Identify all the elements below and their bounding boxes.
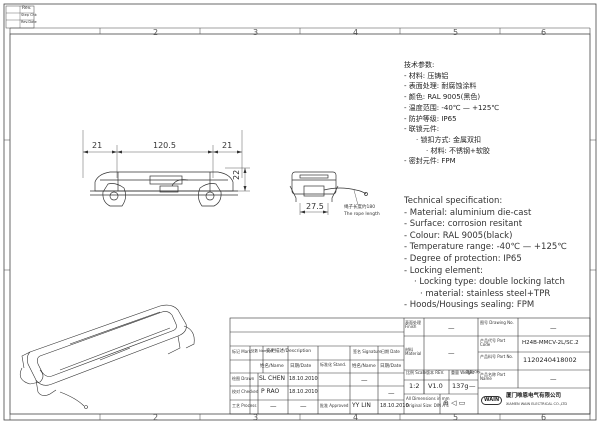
finish-value: — [448,324,455,332]
part-code-label: 产品代号 Part Code [480,338,506,347]
version-value: V1.0 [428,382,443,390]
corner-rev-date: Rev.Date [21,20,37,24]
zone-bottom-6: 6 [541,413,547,422]
weight-value: 137g [452,382,469,390]
version-label: 版本 REV. [426,370,445,375]
spec-en-line: - Material: aluminium die-cast [404,207,532,218]
drawn-name: SL CHEN [259,375,286,382]
side-view [289,171,368,215]
drawing-no-label: 图号 Drawing No. [480,320,514,325]
rev-header-description: 变更描述/Description [266,349,312,354]
part-code-value: H24B-MMCV-2L/SC.2 [522,340,579,346]
drawn-label: 绘图 Drawn [232,376,255,381]
weight-label: 重量 Weight [451,370,475,375]
front-view [82,130,250,207]
orig-size: Original Size: DIN A 4 [406,403,449,408]
corner-rev: Rev. [22,6,32,11]
stand-date: — [388,389,395,397]
spec-en-line: · Locking type: double locking latch [414,277,565,288]
finish-label: 表面处理 Finish [405,320,421,329]
rope-label-en: The rope length [344,212,380,217]
zone-top-6: 6 [541,28,547,37]
person-header-date: 日期/Date [290,364,312,369]
spec-cn-line: - 联锁元件: [404,125,440,134]
zone-bottom-5: 5 [453,413,459,422]
spec-cn-line: - 表面处理: 耐腐蚀涂料 [404,82,477,91]
zone-top-4: 4 [353,28,359,37]
zone-bottom-2: 2 [153,413,159,422]
material-label: 材料 Material [405,347,422,356]
company-name-cn: 厦门唯恩电气有限公司 [506,393,562,399]
process-label: 工艺 Process [232,403,257,408]
title-block-grid [229,317,591,415]
drawing-no-value: — [550,324,557,332]
part-no-value: 1120240418002 [523,356,577,364]
spec-cn-line: - 温度范围: -40℃ — +125℃ [404,103,500,112]
person-header-stand: 标准化 Stand. [320,362,347,367]
rev-header-date: 日期 Date [381,349,400,354]
rope-label-cn: 绳子长度约180 [344,205,376,210]
spec-cn-line: · 材料: 不锈钢+软胶 [426,146,490,155]
spec-cn-line: - 密封元件: FPM [404,157,456,166]
corner-step-chk: Step Chk [21,13,37,17]
scale-label: 比例 Scale [406,370,427,375]
checked-label: 校对 Checked [232,389,259,394]
part-name-label: 产品名称 Part Name [480,372,506,381]
spec-en-line: - Degree of protection: IP65 [404,253,522,264]
zone-bottom-4: 4 [353,413,359,422]
material-value: — [448,349,455,357]
rev-header-signature: 签名 Signature [353,349,382,354]
spec-en-line: · material: stainless steel+TPR [420,288,551,299]
scale-value: 1:2 [409,382,420,390]
checked-date: 18.10.2010 [289,389,318,395]
spec-en-line: - Temperature range: -40℃ — +125℃ [404,242,567,253]
approved-label: 批准 Approved [320,403,349,408]
rev-header-mark: 标记 Mark [232,349,252,354]
dim-center-width: 120.5 [153,141,176,150]
dim-height: 22 [232,169,241,180]
dim-left-width: 21 [92,141,103,150]
company-name-en: XIAMEN WAIN ELECTRICAL CO.,LTD [506,402,568,406]
process-name: — [270,402,277,410]
spec-en-heading: Technical specification: [404,196,503,206]
spec-cn-heading: 技术参数: [404,61,435,69]
rev-header-number: 处数 Number [251,349,274,353]
stand-name: — [361,376,368,384]
spec-cn-line: - 材料: 压铸铝 [404,71,449,80]
spec-en: Technical specification: - Material: alu… [404,196,567,312]
zone-bottom-3: 3 [253,413,259,422]
dim-right-width: 21 [222,141,233,150]
iso-view [19,304,195,409]
spec-cn-line: · 锁扣方式: 金属双扣 [416,135,482,144]
company-logo: WAIN [481,396,503,405]
part-no-label: 产品料号 Part No. [480,354,514,359]
print-symbols: ⊕ ◁ ▭ [443,399,466,407]
spec-cn-line: - 防护等级: IP65 [404,114,457,123]
person-header-name-2: 姓名/Name [352,364,376,369]
person-header-name: 姓名/Name [260,364,284,369]
dim-side-width: 27.5 [306,202,324,211]
qty-value: — [469,382,476,390]
spec-en-line: - Locking element: [404,265,483,276]
person-header-date-2: 日期/Date [380,364,402,369]
qty-label: 数量 Qty. [466,370,481,374]
approved-name: YY LIN [352,402,371,409]
part-name-value: — [550,375,557,383]
spec-en-line: - Surface: corrosion resitant [404,219,523,230]
process-date: — [300,402,307,410]
drawn-date: 18.10.2010 [289,376,318,382]
spec-cn-line: - 颜色: RAL 9005(黑色) [404,93,481,102]
zone-top-3: 3 [253,28,259,37]
spec-en-line: - Hoods/Housings sealing: FPM [404,300,535,311]
spec-cn: 技术参数: - 材料: 压铸铝 - 表面处理: 耐腐蚀涂料 - 颜色: RAL … [404,60,499,167]
approved-date: 18.10.2010 [380,403,409,409]
zone-top-5: 5 [453,28,459,37]
checked-name: P RAO [261,388,280,395]
dims-note: All Dimensions in mm [406,396,450,401]
spec-en-line: - Colour: RAL 9005(black) [404,230,513,241]
zone-top-2: 2 [153,28,159,37]
